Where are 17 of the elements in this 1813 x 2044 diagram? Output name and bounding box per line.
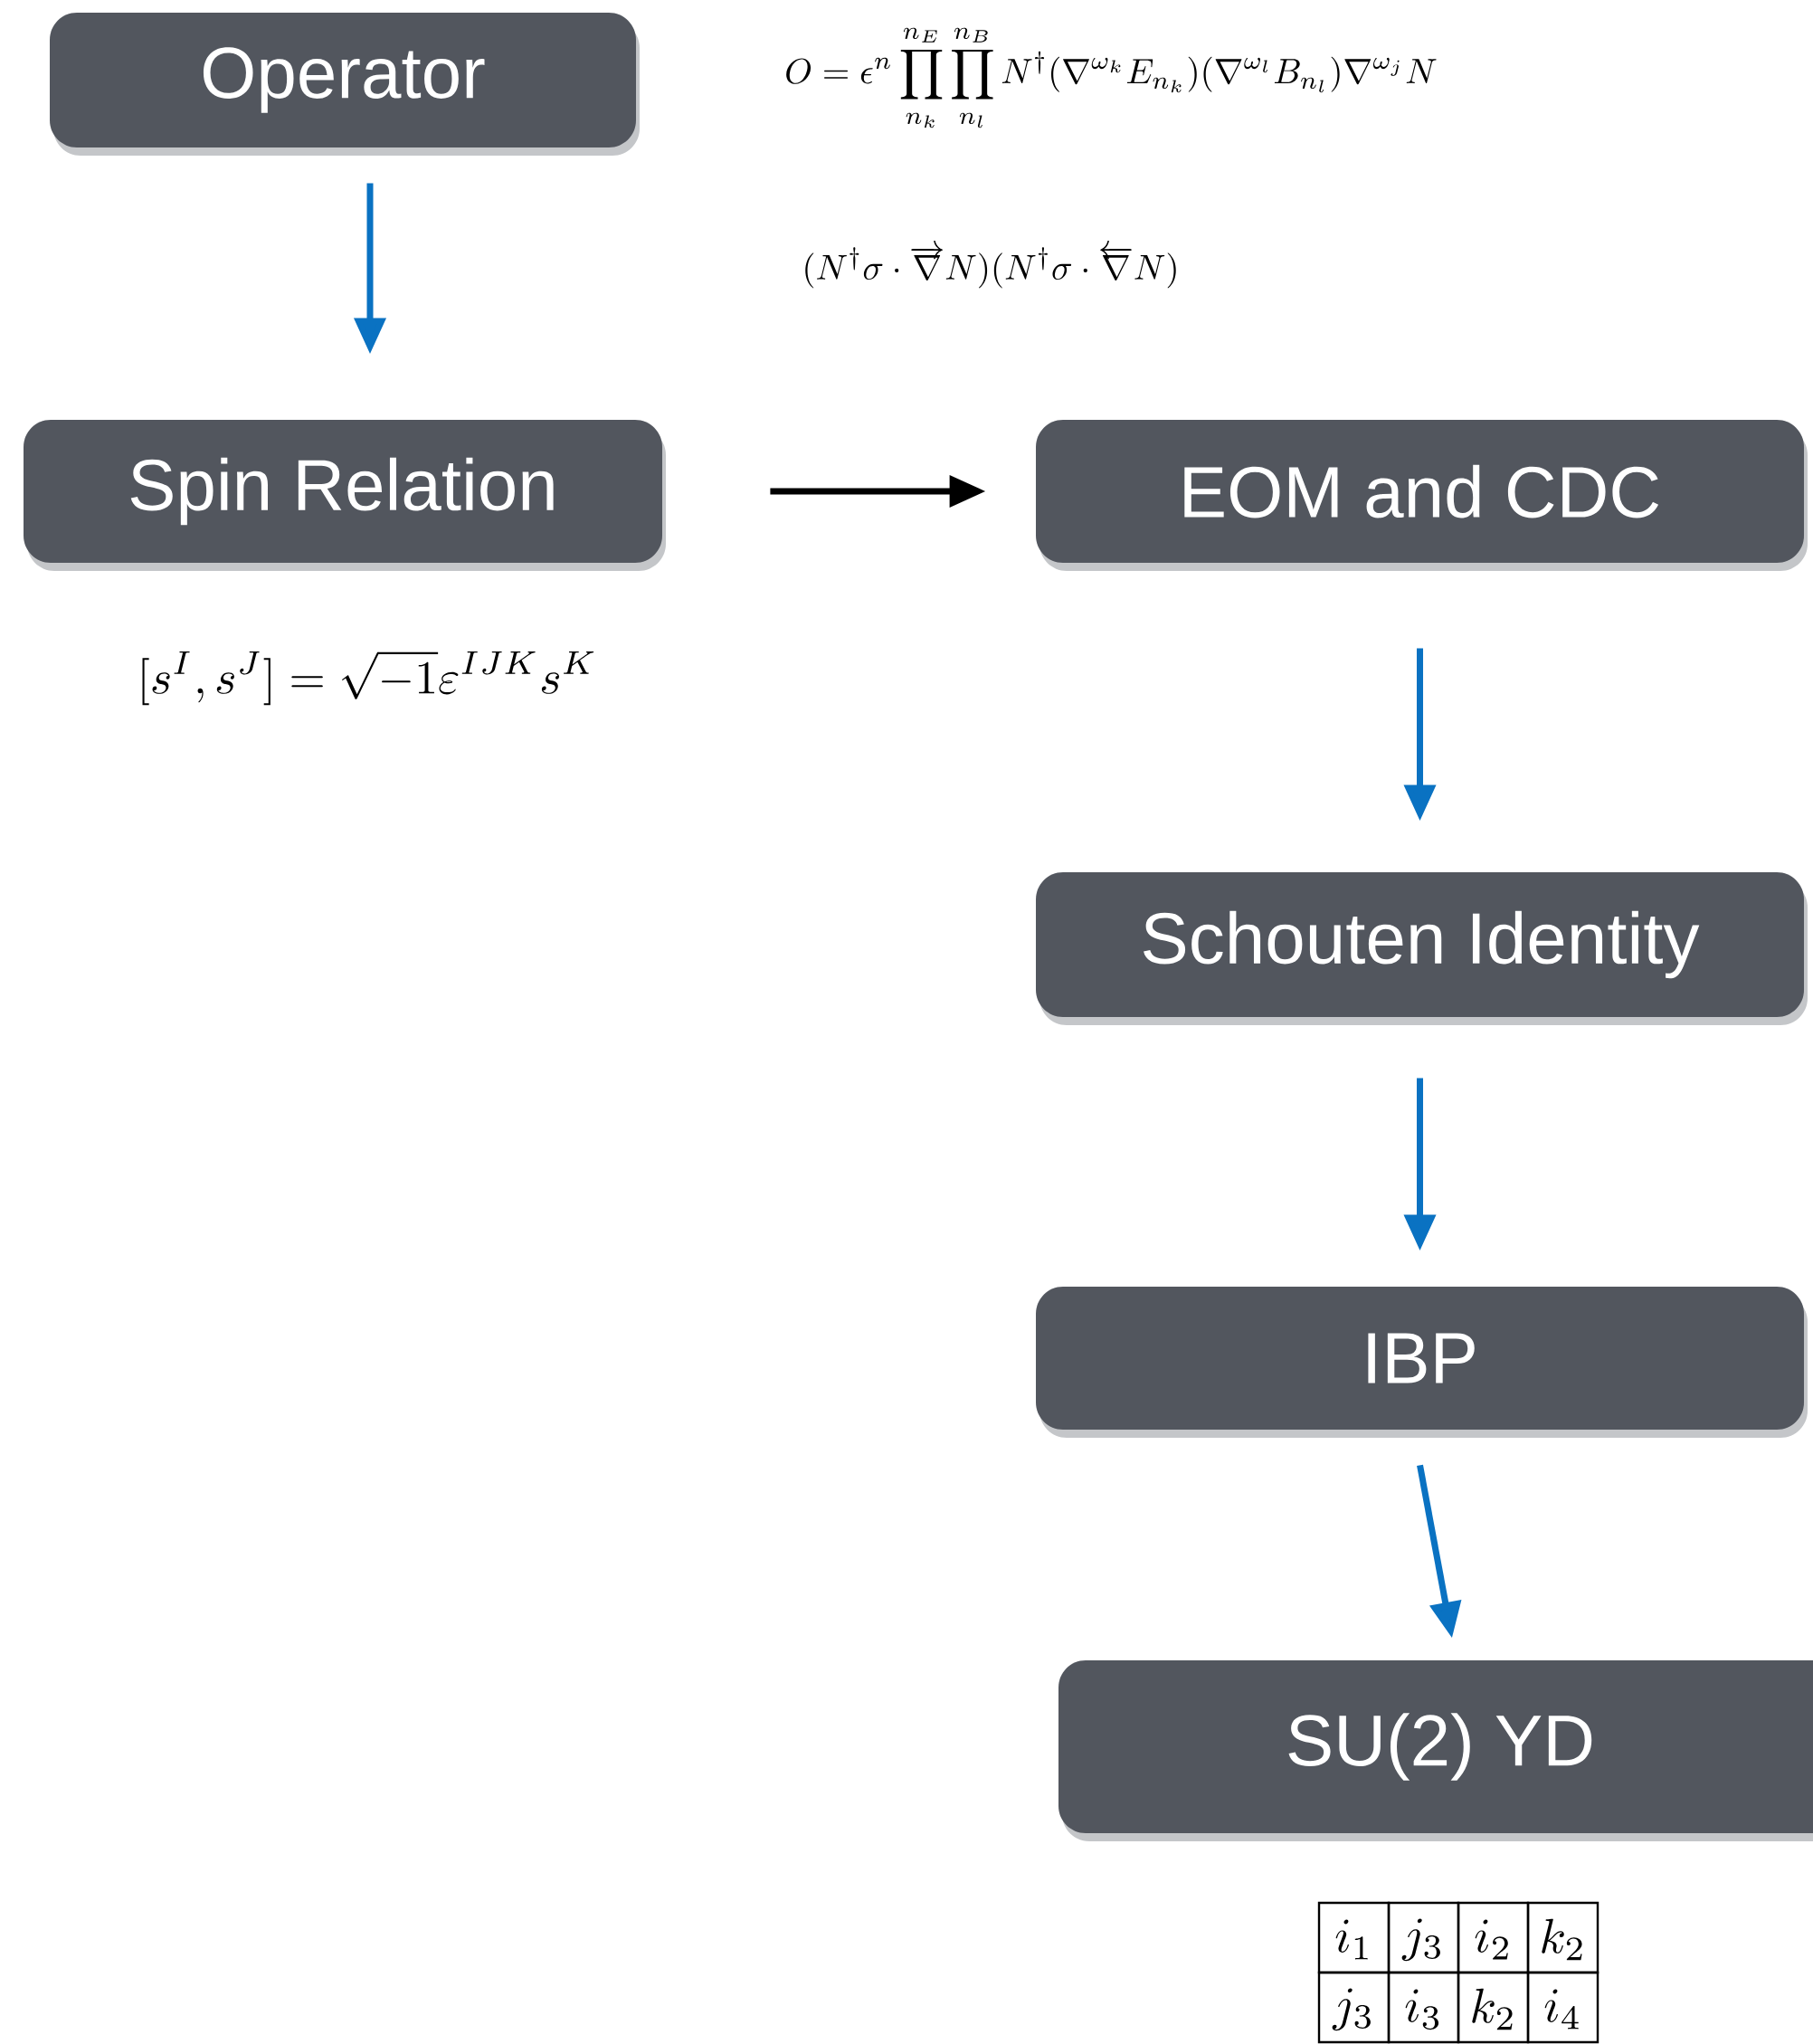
equation: $O = \epsilon^n \prod_{n_k}^{n_E} \prod_{n_l}^{n_B} N^\dagger (\nabla^{\omega_k} E_{n_k}) (\nabla^{\omega_l} B_{n_l}) \nabla^{\omega_j} N$ [786,27,1437,128]
tableau-cell: $i_3$ [1387,1971,1460,2044]
tableau-cell: $i_2$ [1457,1901,1530,1974]
process-box: Schouten Identity [1036,872,1808,1025]
process-box: IBP [1036,1287,1808,1438]
tableau-cell: $i_1$ [1317,1901,1391,1974]
equation: $(N^\dagger \sigma \cdot \overrightarrow{\nabla} N)(N^\dagger \sigma \cdot \overleftarrow{\nabla} N)$ [805,241,1176,289]
process-box: SU(2) YD [1058,1660,1813,1841]
process-box: Spin Relation [24,420,666,571]
tableau-cell: $k_2$ [1457,1971,1530,2044]
tableau-cell: $i_4$ [1526,1971,1599,2044]
process-box: EOM and CDC [1036,420,1808,571]
tableau-cell: $j_3$ [1387,1901,1460,1974]
tableau-cell: $k_2$ [1526,1901,1599,1974]
equation: $[s^I, s^J] = \sqrt{-1} \varepsilon^{IJK} s^K$ [142,651,594,706]
process-box: Operator [50,13,640,156]
tableau-cell: $j_3$ [1317,1971,1391,2044]
